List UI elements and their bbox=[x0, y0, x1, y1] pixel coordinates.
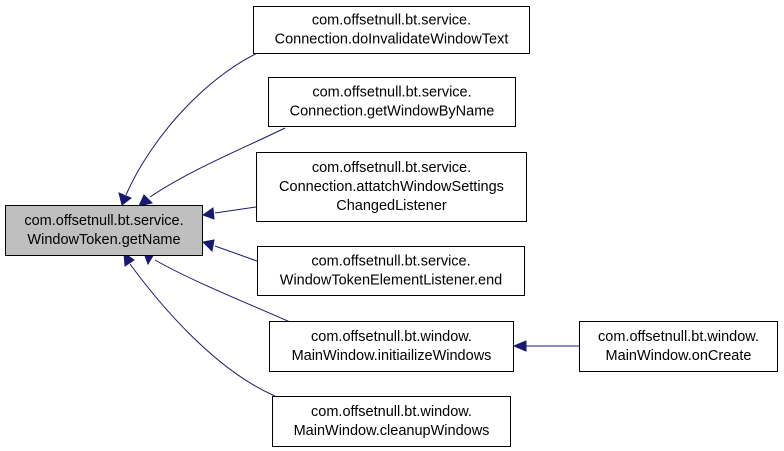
node-label-line: com.offsetnull.bt.window. bbox=[311, 404, 472, 420]
node-label-line: Connection.attatchWindowSettings bbox=[279, 179, 504, 195]
node-n1[interactable]: com.offsetnull.bt.service. Connection.doI… bbox=[253, 6, 530, 54]
node-label-line: Connection.getWindowByName bbox=[290, 104, 495, 120]
node-box[interactable] bbox=[5, 205, 203, 256]
arrowhead-icon bbox=[512, 340, 527, 352]
edge-line bbox=[214, 245, 258, 262]
edge-n2-to-root bbox=[138, 127, 286, 207]
node-label-line: MainWindow.onCreate bbox=[606, 348, 752, 364]
edge-n3-to-root bbox=[201, 206, 257, 220]
edge-line bbox=[129, 263, 276, 397]
node-box[interactable] bbox=[269, 321, 514, 372]
node-n5[interactable]: com.offsetnull.bt.window. MainWindow.init… bbox=[269, 321, 514, 372]
node-label-line: com.offsetnull.bt.service. bbox=[24, 213, 183, 229]
node-n7[interactable]: com.offsetnull.bt.window. MainWindow.onCr… bbox=[579, 321, 778, 372]
node-label-line: com.offsetnull.bt.window. bbox=[598, 329, 759, 345]
node-root[interactable]: com.offsetnull.bt.service. WindowToken.ge… bbox=[5, 205, 203, 256]
node-box[interactable] bbox=[253, 6, 530, 54]
node-label-line: com.offsetnull.bt.service. bbox=[312, 85, 471, 101]
node-box[interactable] bbox=[268, 77, 516, 127]
edge-line bbox=[214, 206, 257, 214]
node-n3[interactable]: com.offsetnull.bt.service. Connection.att… bbox=[256, 152, 527, 222]
arrowhead-icon bbox=[138, 194, 153, 207]
arrowhead-icon bbox=[201, 207, 215, 220]
node-label-line: com.offsetnull.bt.window. bbox=[311, 329, 472, 345]
node-n6[interactable]: com.offsetnull.bt.window. MainWindow.clea… bbox=[272, 396, 511, 447]
edge-n4-to-root bbox=[201, 239, 258, 262]
node-label-line: com.offsetnull.bt.service. bbox=[312, 160, 471, 176]
node-n2[interactable]: com.offsetnull.bt.service. Connection.get… bbox=[268, 77, 516, 127]
edge-line bbox=[149, 127, 286, 198]
node-box[interactable] bbox=[257, 246, 525, 296]
node-box[interactable] bbox=[256, 152, 527, 222]
node-label-line: Connection.doInvalidateWindowText bbox=[275, 32, 509, 48]
edge-n1-to-root bbox=[118, 47, 269, 206]
edge-n6-to-root bbox=[123, 251, 276, 397]
edge-n7-to-n5 bbox=[512, 340, 579, 352]
node-label-line: MainWindow.cleanupWindows bbox=[294, 423, 490, 439]
node-label-line: com.offsetnull.bt.service. bbox=[311, 254, 470, 270]
node-n4[interactable]: com.offsetnull.bt.service. WindowTokenEle… bbox=[257, 246, 525, 296]
arrowhead-icon bbox=[123, 251, 135, 267]
edge-line bbox=[125, 47, 269, 196]
edge-line bbox=[154, 259, 291, 323]
node-label-line: WindowToken.getName bbox=[27, 232, 180, 248]
node-label-line: com.offsetnull.bt.service. bbox=[312, 13, 471, 29]
node-box[interactable] bbox=[579, 321, 778, 372]
nodes-layer: com.offsetnull.bt.service. WindowToken.ge… bbox=[5, 6, 778, 447]
node-label-line: WindowTokenElementListener.end bbox=[280, 273, 502, 289]
arrowhead-icon bbox=[201, 239, 215, 253]
node-label-line: ChangedListener bbox=[336, 198, 447, 214]
node-label-line: MainWindow.initiailizeWindows bbox=[292, 348, 492, 364]
arrowhead-icon bbox=[118, 192, 132, 206]
node-box[interactable] bbox=[272, 396, 511, 447]
